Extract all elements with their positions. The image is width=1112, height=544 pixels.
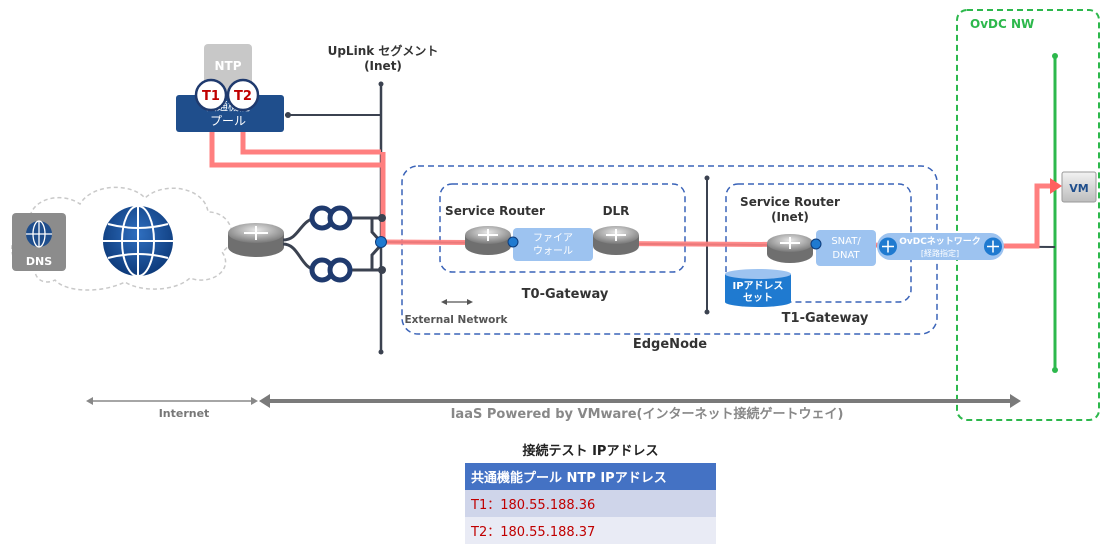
- ovdc-network-pill: [877, 233, 1004, 260]
- ovdc-nw-segment-top: [1052, 53, 1058, 59]
- external-network-label: External Network: [404, 314, 508, 326]
- t0-gateway-region: [439, 183, 686, 273]
- vm-icon: [1061, 171, 1097, 203]
- t1-gateway-label: T1-Gateway: [782, 311, 869, 326]
- vm-label: VM: [1069, 182, 1088, 195]
- t1-service-router-label: Service Router: [740, 195, 840, 209]
- dns-label: DNS: [26, 255, 52, 268]
- badge-t2-label: T2: [234, 89, 252, 104]
- external-network-arrow: [441, 299, 473, 305]
- badge-t1: [194, 78, 228, 112]
- firewall-label-line2: ウォール: [533, 245, 573, 257]
- firewall-box: [513, 228, 593, 261]
- dlr-router-icon: [593, 226, 639, 255]
- switch-icon-lower: [309, 243, 383, 283]
- badge-t1-label: T1: [202, 89, 220, 104]
- switch-icon-upper: [309, 205, 383, 244]
- ip-table-header: 共通機能プール NTP IPアドレス: [465, 463, 716, 490]
- uplink-sub-label: (Inet): [364, 59, 402, 73]
- ip-address-table: 共通機能プール NTP IPアドレス T1：180.55.188.36 T2：1…: [465, 463, 716, 544]
- internet-router-icon: [228, 223, 284, 257]
- traffic-path-t1: [209, 118, 381, 168]
- iaas-label: IaaS Powered by VMware(インターネット接続ゲートウェイ): [451, 406, 844, 422]
- snat-label-line2: DNAT: [832, 250, 860, 261]
- uplink-port: [375, 236, 387, 248]
- internet-label: Internet: [159, 407, 210, 420]
- ip-table-row-t2: T2：180.55.188.37: [465, 517, 716, 544]
- t1-service-router-sub: (Inet): [771, 210, 809, 224]
- t0-service-router-icon: [465, 226, 511, 255]
- badge-t2: [226, 78, 260, 112]
- t1-gateway-region: [725, 183, 912, 303]
- t0-gateway-label: T0-Gateway: [522, 287, 609, 302]
- ovdc-nw-region: [956, 9, 1100, 421]
- dlr-label: DLR: [603, 204, 630, 218]
- internet-range-arrow: [86, 397, 258, 405]
- ovdc-network-label-line2: [経路指定]: [921, 248, 959, 258]
- iaas-range-arrow: [259, 394, 1021, 408]
- snat-dnat-box: [816, 230, 876, 266]
- ip-set-label-line2: セット: [743, 292, 773, 304]
- ip-address-set: [725, 269, 791, 307]
- ntp-label: NTP: [214, 59, 241, 73]
- edge-node-label: EdgeNode: [633, 337, 707, 352]
- dns-server: DNS: [12, 213, 66, 271]
- ovdc-nw-label: OvDC NW: [970, 17, 1034, 31]
- ip-set-label-line1: IPアドレス: [732, 280, 783, 292]
- t0-service-router-label: Service Router: [445, 204, 545, 218]
- pool-label-line2: プール: [210, 114, 246, 128]
- ovdc-nw-segment-bottom: [1052, 367, 1058, 373]
- snat-label-line1: SNAT/: [831, 236, 861, 247]
- ovdc-network-label-line1: OvDCネットワーク: [899, 236, 981, 247]
- ip-table-row-t1: T1：180.55.188.36: [465, 490, 716, 517]
- firewall-label-line1: ファイア: [533, 233, 573, 244]
- t1-service-router-icon: [767, 234, 813, 263]
- ip-table-title: 接続テスト IPアドレス: [522, 444, 659, 459]
- globe-icon: [103, 205, 173, 277]
- uplink-label: UpLink セグメント: [328, 43, 439, 58]
